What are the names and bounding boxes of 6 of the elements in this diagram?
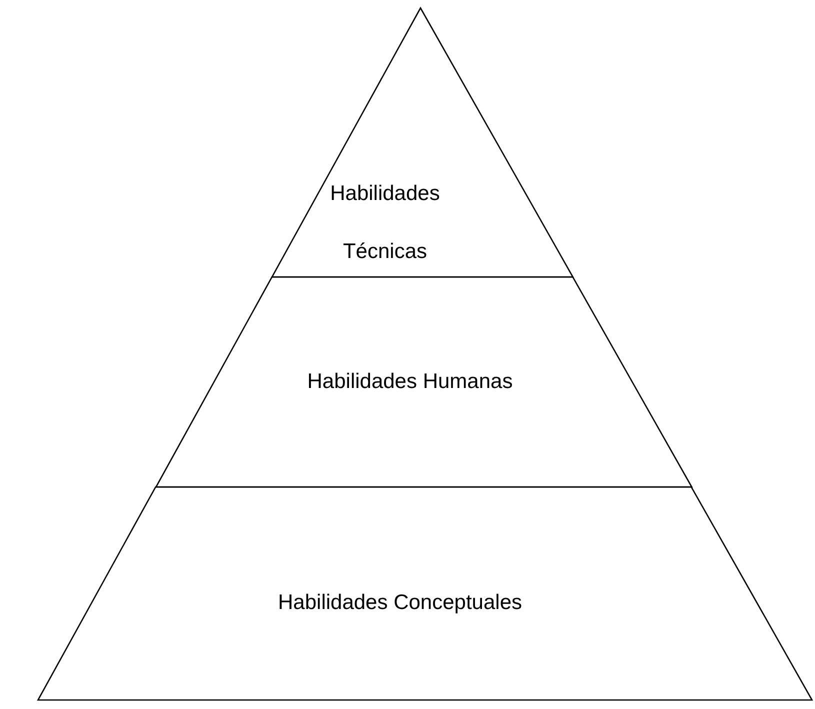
- tier-label: Habilidades Conceptuales: [277, 590, 523, 616]
- pyramid-tier: [156, 277, 692, 487]
- pyramid-apex-tier: [272, 8, 572, 277]
- tier-label: Habilidades Técnicas: [329, 181, 441, 265]
- tier-label: Habilidades Humanas: [306, 369, 514, 395]
- pyramid-tier: [38, 487, 812, 700]
